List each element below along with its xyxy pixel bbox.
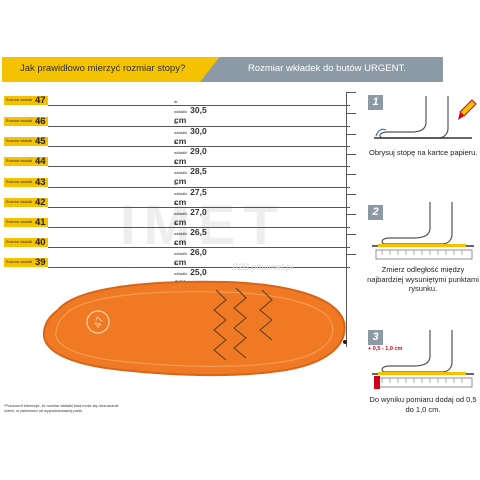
measurement-tick	[346, 234, 356, 235]
header-left-banner: Jak prawidłowo mierzyć rozmiar stopy?	[2, 57, 220, 82]
footnote: *Producent informuje, że rozmiar wkładki…	[4, 404, 119, 413]
size-line	[48, 126, 350, 127]
size-number: 41	[35, 217, 46, 228]
insole-illustration: 47	[42, 280, 346, 377]
measurement-tick	[346, 214, 356, 215]
measurement-tick	[346, 254, 356, 255]
size-tag: Rozmiar wkładki	[4, 178, 48, 187]
size-tag: Rozmiar wkładki	[4, 117, 48, 126]
measurement-tick	[346, 113, 356, 114]
size-number: 47	[35, 95, 46, 106]
size-line	[48, 267, 350, 268]
step-1-text: Obrysuj stopę na kartce papieru.	[369, 148, 478, 157]
measurement-end-dot	[343, 340, 347, 344]
size-number: 39	[35, 257, 46, 268]
size-number: 42	[35, 197, 46, 208]
measurement-bar	[346, 92, 357, 347]
step-2-text: Zmierz odległość między najbardziej wysu…	[367, 265, 479, 293]
size-tag: Rozmiar wkładki	[4, 258, 48, 267]
size-number: 46	[35, 116, 46, 127]
size-tag: Rozmiar wkładki	[4, 96, 48, 105]
measurement-tick	[346, 194, 356, 195]
size-line	[48, 247, 350, 248]
size-number: 43	[35, 177, 46, 188]
size-line	[48, 227, 350, 228]
measurement-tick	[346, 134, 356, 135]
size-line	[48, 105, 350, 106]
background-logo-watermark: IMET	[120, 193, 286, 256]
measurement-tick	[346, 174, 356, 175]
size-number: 40	[35, 237, 46, 248]
size-number: 44	[35, 156, 46, 167]
measurement-tick	[346, 92, 356, 93]
header-right-title: Rozmiar wkładek do butów URGENT.	[248, 63, 406, 74]
size-tag: Rozmiar wkładki	[4, 137, 48, 146]
size-line	[48, 187, 350, 188]
watermark-text: B2B.phuimet.pl	[232, 262, 294, 272]
size-tag: Rozmiar wkładki	[4, 157, 48, 166]
measurement-tick	[346, 154, 356, 155]
size-line	[48, 166, 350, 167]
size-badge-circle	[86, 310, 110, 334]
step-1-foot-icon	[374, 96, 477, 139]
size-number: 45	[35, 136, 46, 147]
size-line	[48, 207, 350, 208]
size-line	[48, 146, 350, 147]
size-badge-text: 47	[92, 315, 106, 330]
size-tag: Rozmiar wkładki	[4, 218, 48, 227]
step-1-number: 1	[368, 95, 383, 110]
step-3-text: Do wyniku pomiaru dodaj od 0,5 do 1,0 cm…	[369, 395, 477, 414]
step-2-foot-icon	[372, 202, 474, 260]
step-3-number: 3	[368, 330, 383, 345]
header-left-title: Jak prawidłowo mierzyć rozmiar stopy?	[20, 63, 186, 74]
size-tag: Rozmiar wkładki	[4, 238, 48, 247]
step-3-foot-icon	[372, 330, 474, 389]
step-3-annotation: + 0,5 - 1,0 cm	[368, 346, 403, 352]
step-2-number: 2	[368, 205, 383, 220]
size-tag: Rozmiar wkładki	[4, 198, 48, 207]
header-right-banner: Rozmiar wkładek do butów URGENT.	[200, 57, 443, 82]
